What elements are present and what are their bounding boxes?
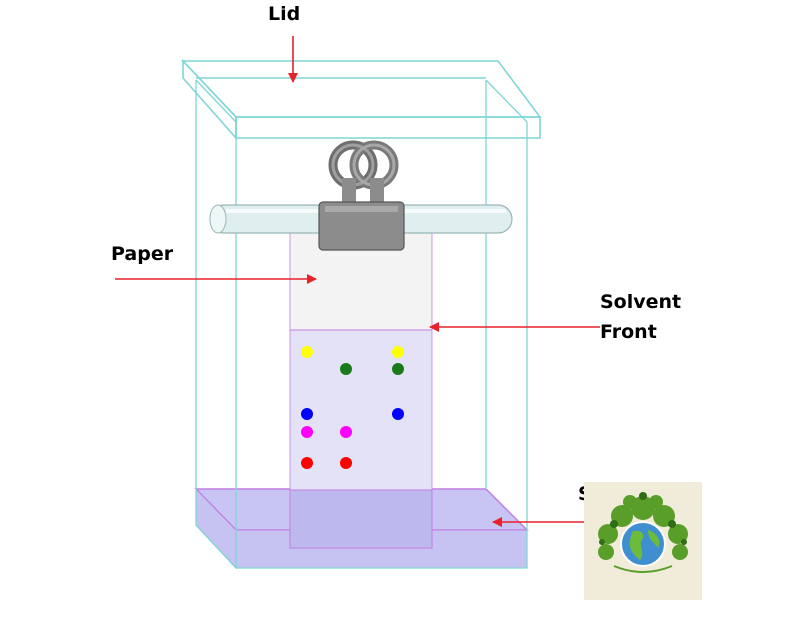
spot-magenta-left xyxy=(301,426,313,438)
paper-in-solvent xyxy=(289,489,433,549)
tank xyxy=(195,79,528,569)
spot-red-middle xyxy=(340,457,352,469)
spot-blue-right xyxy=(392,408,404,420)
globe-tree-logo xyxy=(584,482,702,600)
paper-solvent-region xyxy=(290,330,432,490)
spot-yellow-right xyxy=(392,346,404,358)
spot-magenta-middle xyxy=(340,426,352,438)
spot-green-middle xyxy=(340,363,352,375)
globe-tree-icon xyxy=(598,492,688,573)
lid xyxy=(181,58,542,141)
solvent-front-label-line1: Solvent xyxy=(600,291,682,313)
spot-yellow-left xyxy=(301,346,313,358)
spot-green-right xyxy=(392,363,404,375)
lid-label: Lid xyxy=(268,3,301,25)
spot-blue-left xyxy=(301,408,313,420)
sample-spots xyxy=(301,346,404,469)
paper-label: Paper xyxy=(111,243,174,265)
binder-clip xyxy=(318,140,405,251)
spot-red-left xyxy=(301,457,313,469)
solvent-front-label-line2: Front xyxy=(600,321,657,343)
